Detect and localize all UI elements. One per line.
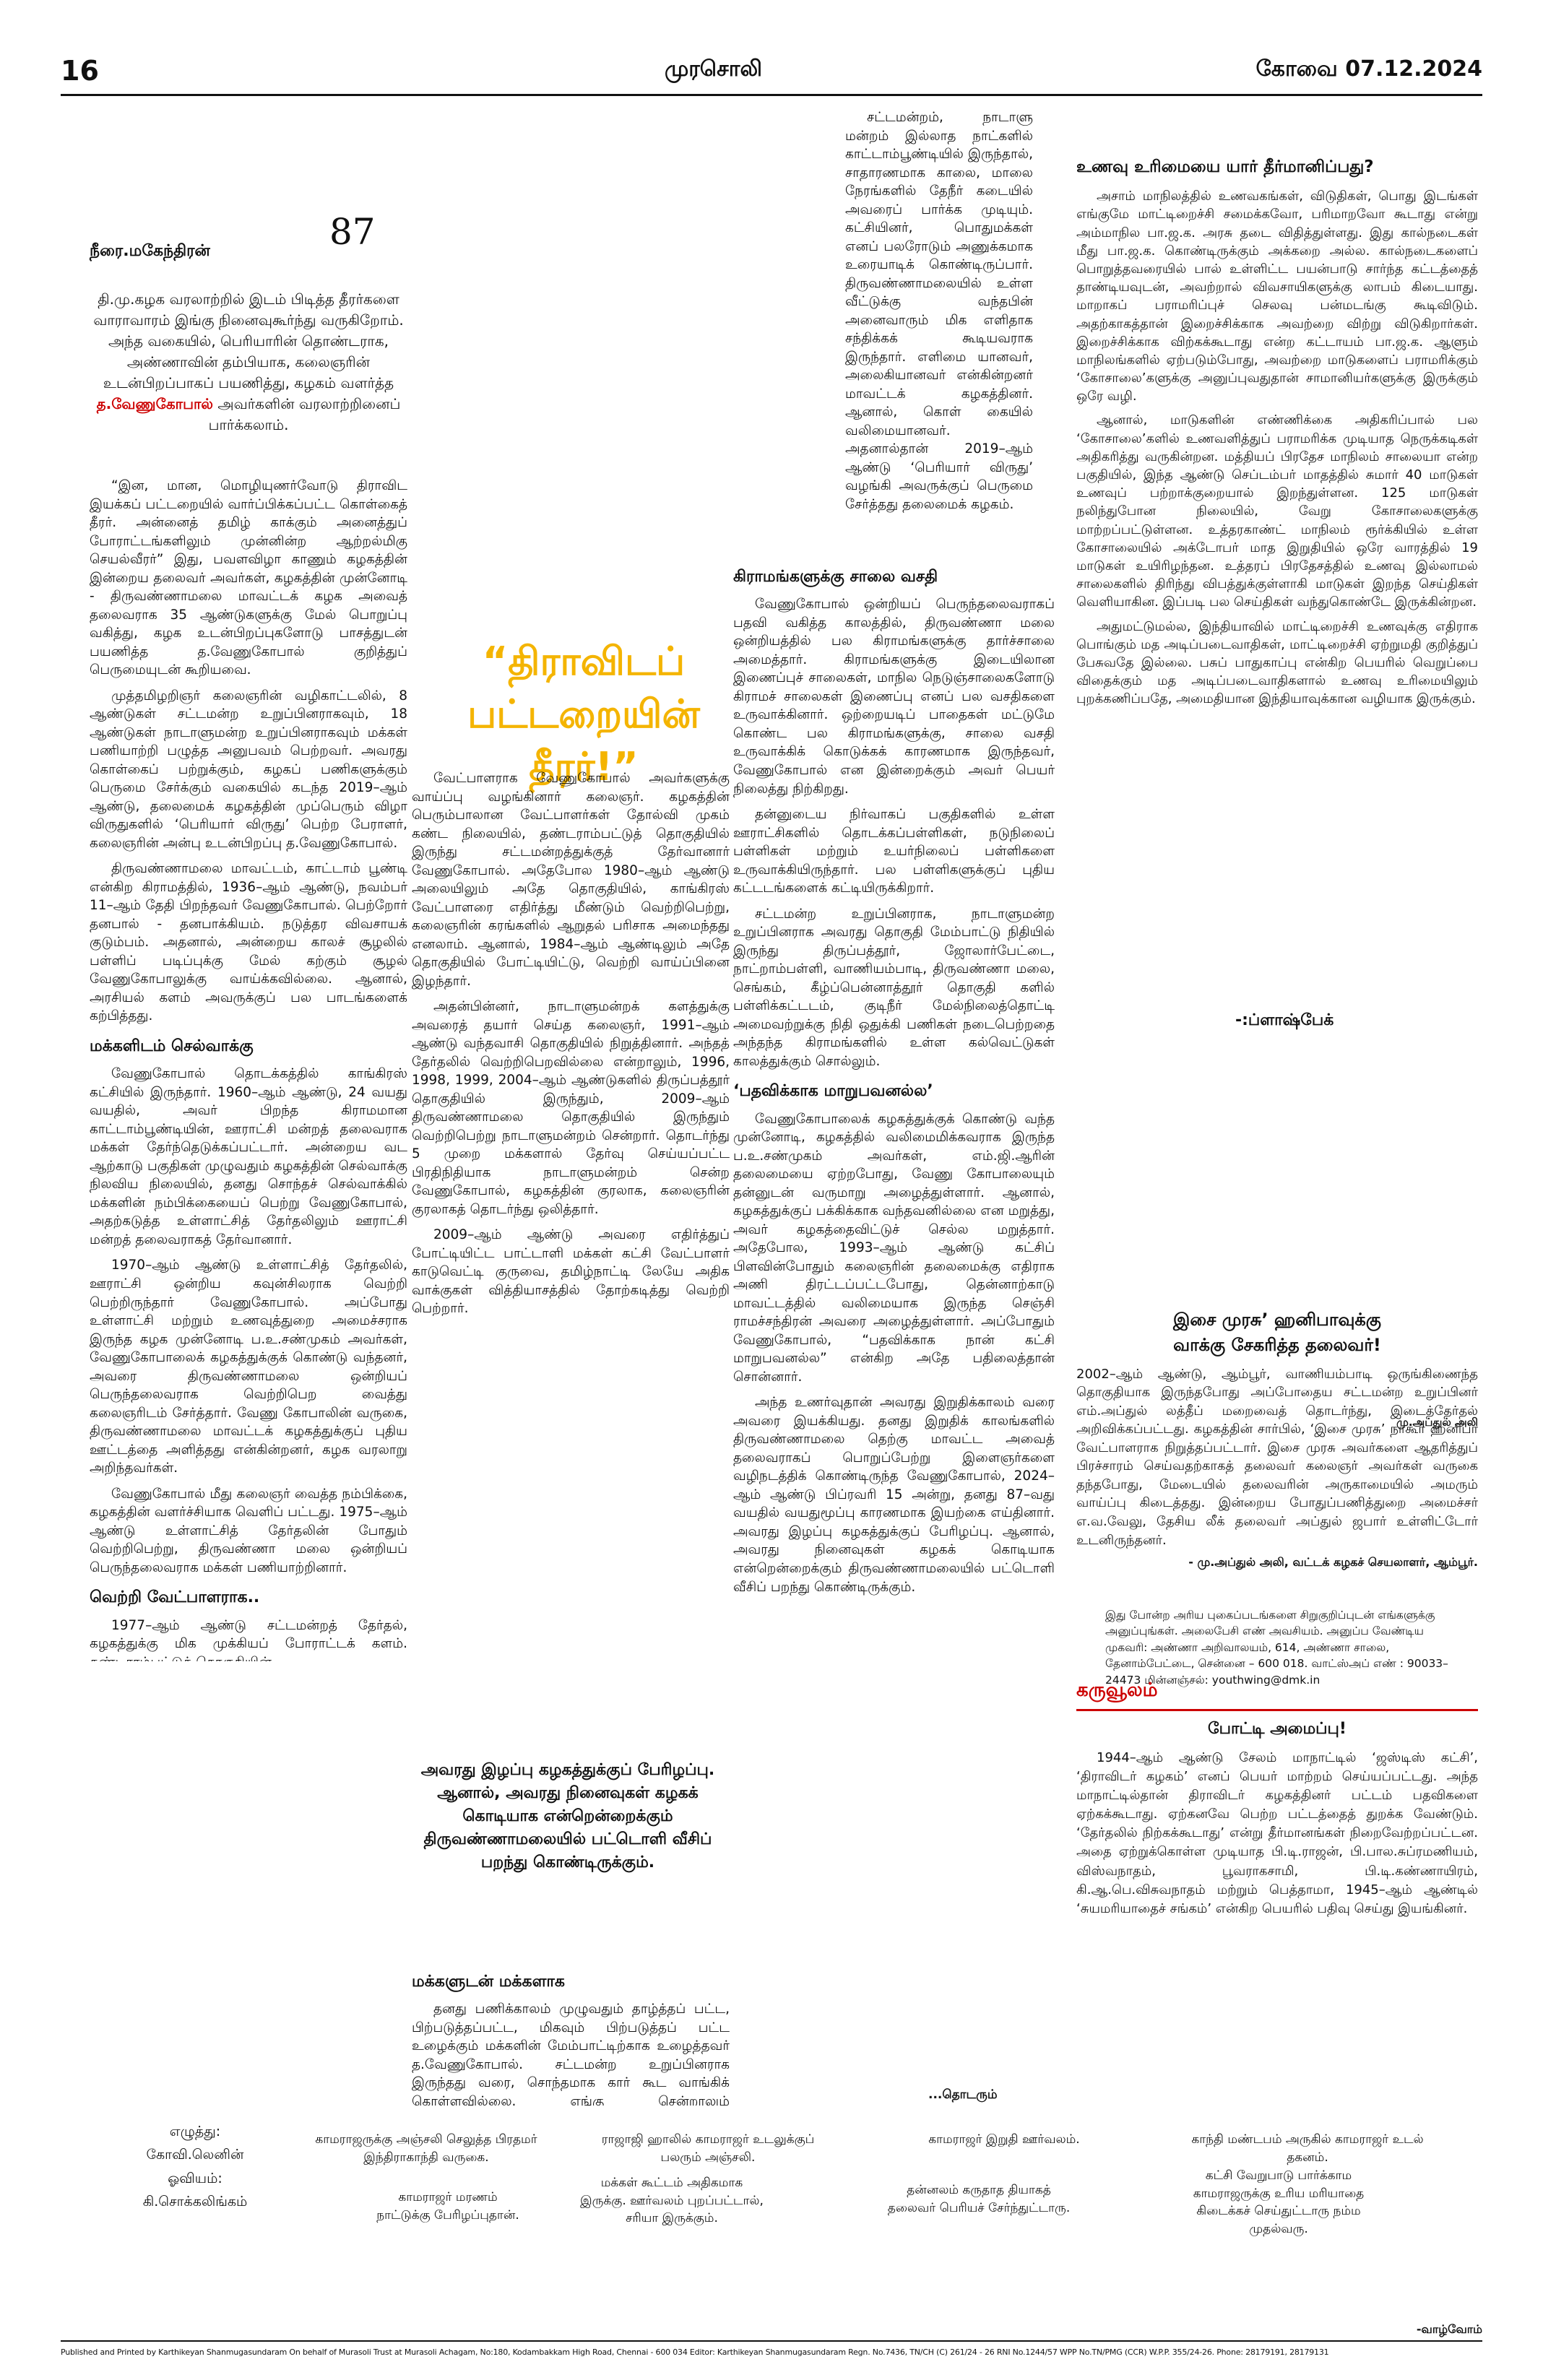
food-rights-box: உணவு உரிமையை யார் தீர்மானிப்பது? அசாம் ம… [1076,155,1478,993]
photo-credit-label: மு.அப்துல் அலி [1396,1415,1478,1429]
article-column-3: கிராமங்களுக்கு சாலை வசதி வேணுகோபால் ஒன்ற… [733,556,1055,2087]
food-box-signature: -:ப்ளாஷ்பேக் [1235,1011,1334,1029]
archive-box: கருவூலம் போட்டி அமைப்பு! 1944–ஆம் ஆண்டு … [1076,1679,1478,1918]
intro-text-end: அவர்களின் வரலாற்றினைப் பார்க்கலாம். [208,395,401,433]
food-box-para: அதுமட்டுமல்ல, இந்தியாவில் மாட்டிறைச்சி உ… [1076,618,1478,707]
col2-para: தனது பணிக்காலம் முழுவதும் தாழ்த்தப் பட்ட… [412,2002,730,2106]
intro-text: தி.மு.கழக வரலாற்றில் இடம் பிடித்த தீரர்க… [93,290,404,391]
vote-memory-box: இசை முரசு’ ஹனிபாவுக்கு வாக்கு சேகரித்த த… [1076,1307,1478,1570]
article-column-2-bottom: மக்களுடன் மக்களாக தனது பணிக்காலம் முழுவத… [412,1961,730,2106]
strip-caption-6: மக்கள் கூட்டம் அதிகமாக இருக்கு. ஊர்வலம் … [580,2176,764,2226]
intro-highlight-name: த.வேணுகோபால் [96,395,213,412]
submission-note: இது போன்ற அரிய புகைப்படங்களை சிறுகுறிப்ப… [1105,1609,1448,1687]
vote-box-signature: - மு.அப்துல் அலி, வட்டக் கழகச் செயலாளர்,… [1188,1555,1478,1570]
subhead-village-roads: கிராமங்களுக்கு சாலை வசதி [733,568,938,586]
strip-end-marker: -வாழ்வோம் [1416,2322,1482,2336]
col3-para: வேணுகோபாலைக் கழகத்துக்குக் கொண்டு வந்த ம… [733,1111,1055,1385]
strip-caption-7: தன்னலம் கருதாத தியாகத் தலைவர் பெரியச் சே… [887,2183,1071,2215]
vote-box-title: இசை முரசு’ ஹனிபாவுக்கு வாக்கு சேகரித்த த… [1076,1307,1478,1358]
col2-para: வேட்பாளராக வேணுகோபால் அவர்களுக்கு வாய்ப்… [412,771,730,989]
col3-para: சட்டமன்ற உறுப்பினராக, நாடாளுமன்ற உறுப்பி… [733,906,1055,1069]
archive-heading: கருவூலம் [1076,1679,1158,1701]
continued-marker: ...தொடரும் [928,2087,998,2102]
article-column-3-top: சட்டமன்றம், நாடாளு மன்றம் இல்லாத நாட்களி… [845,108,1033,549]
archive-rule [1076,1709,1478,1711]
feature-headline: “திராவிடப் பட்டறையின் தீரர்!” [396,636,772,794]
strip-caption-3: காமராஜர் இறுதி ஊர்வலம். [928,2132,1080,2147]
artist-label: ஓவியம்: [168,2170,222,2186]
writer-label: எழுத்து: [169,2124,221,2139]
subhead-influence: மக்களிடம் செல்வாக்கு [90,1037,254,1055]
strip-caption-5: காமராஜர் மரணம் நாட்டுக்கு பேரிழப்புதான். [376,2190,519,2223]
food-box-title: உணவு உரிமையை யார் தீர்மானிப்பது? [1076,157,1374,176]
col1-para: திருவண்ணாமலை மாவட்டம், காட்டாம் பூண்டி எ… [90,861,407,1024]
strip-caption-1: காமராஜருக்கு அஞ்சலி செலுத்த பிரதமர் இந்த… [315,2132,537,2165]
vote-title-line-2: வாக்கு சேகரித்த தலைவர்! [1173,1334,1381,1355]
food-box-para: அசாம் மாநிலத்தில் உணவகங்கள், விடுதிகள், … [1076,189,1478,404]
subhead-winning-candidate: வெற்றி வேட்பாளராக.. [90,1588,260,1607]
col3-para: சட்டமன்றம், நாடாளு மன்றம் இல்லாத நாட்களி… [845,110,1033,512]
paper-name: முரசொலி [665,56,762,82]
strip-caption-8: கட்சி வேறுபாடு பார்க்காம காமராஜருக்கு உர… [1193,2168,1365,2236]
strip-caption-4: காந்தி மண்டபம் அருகில் காமராஜர் உடல் தகன… [1191,2132,1424,2165]
col1-para: “இன, மான, மொழியுணர்வோடு திராவிட இயக்கப் … [90,478,407,678]
col2-para: அதன்பின்னர், நாடாளுமன்றக் களத்துக்கு அவர… [412,999,730,1217]
edition-date: கோவை 07.12.2024 [1255,56,1483,82]
archive-text: 1944–ஆம் ஆண்டு சேலம் மாநாட்டில் ‘ஜஸ்டிஸ்… [1076,1750,1478,1916]
subhead-among-people: மக்களுடன் மக்களாக [412,1973,565,1991]
strip-credits: எழுத்து: கோவி.லெனின் ஓவியம்: கி.சொக்கலிங… [87,2120,303,2213]
col3-para: தன்னுடைய நிர்வாகப் பகுதிகளில் உள்ள ஊராட்… [733,807,1055,896]
pull-quote: அவரது இழப்பு கழகத்துக்குப் பேரிழப்பு. ஆன… [420,1761,715,1871]
series-number: 87 [329,211,376,253]
headline-line-1: “திராவிடப் பட்டறையின் [467,639,700,737]
col2-para: 2009–ஆம் ஆண்டு அவரை எதிர்த்துப் போட்டியி… [412,1227,730,1317]
col1-para: வேணுகோபால் மீது கலைஞர் வைத்த நம்பிக்கை, … [90,1486,407,1575]
author-byline: நீரை.மகேந்திரன் [90,242,210,260]
col1-para: 1977–ஆம் ஆண்டு சட்டமன்றத் தேர்தல், கழகத்… [90,1617,407,1661]
writer-name: கோவி.லெனின் [146,2147,244,2163]
col1-para: முத்தமிழறிஞர் கலைஞரின் வழிகாட்டலில், 8 ஆ… [90,688,407,851]
col3-para: வேணுகோபால் ஒன்றியப் பெருந்தலைவராகப் பதவி… [733,597,1055,797]
artist-name: கி.சொக்கலிங்கம் [142,2193,248,2210]
col1-para: 1970–ஆம் ஆண்டு உள்ளாட்சித் தேர்தலில், ஊர… [90,1258,407,1476]
imprint-footer: Published and Printed by Karthikeyan Sha… [61,2347,1329,2357]
subhead-not-for-position: ‘பதவிக்காக மாறுபவனல்ல’ [733,1082,933,1101]
article-column-1: “இன, மான, மொழியுணர்வோடு திராவிட இயக்கப் … [90,477,407,1661]
article-column-2: வேட்பாளராக வேணுகோபால் அவர்களுக்கு வாய்ப்… [412,769,730,1694]
strip-caption-2: ராஜாஜி ஹாலில் காமராஜர் உடலுக்குப் பலரும்… [601,2132,815,2165]
vote-title-line-1: இசை முரசு’ ஹனிபாவுக்கு [1173,1310,1381,1330]
col3-para: அந்த உணர்வுதான் அவரது இறுதிக்காலம் வரை அ… [733,1395,1055,1595]
vote-box-text: 2002–ஆம் ஆண்டு, ஆம்பூர், வாணியம்பாடி ஒரு… [1076,1366,1478,1548]
food-box-para: ஆனால், மாடுகளின் எண்ணிக்கை அதிகரிப்பால் … [1076,412,1478,610]
footer-rule [61,2340,1482,2342]
headline-line-2: தீரர்!” [529,743,639,789]
feature-intro: தி.மு.கழக வரலாற்றில் இடம் பிடித்த தீரர்க… [90,289,407,436]
archive-subheading: போட்டி அமைப்பு! [1208,1720,1347,1738]
col1-para: வேணுகோபால் தொடக்கத்தில் காங்கிரஸ் கட்சிய… [90,1066,407,1247]
page-number: 16 [61,55,99,87]
header-rule [61,94,1482,96]
